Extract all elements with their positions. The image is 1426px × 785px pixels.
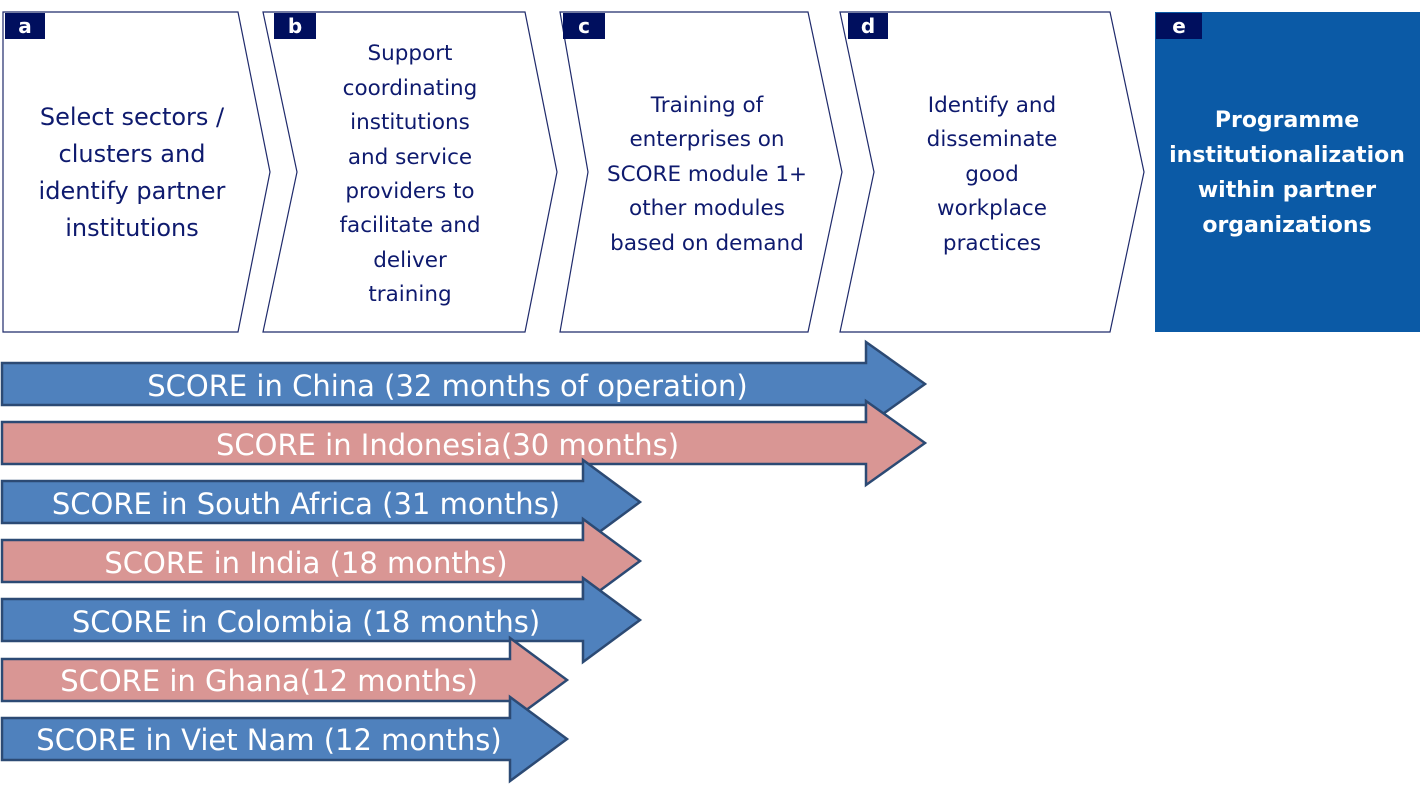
stage-e-letter: e	[1156, 13, 1202, 39]
stage-b-shape	[262, 11, 558, 333]
arrow-label-ghana: SCORE in Ghana(12 months)	[60, 664, 478, 698]
arrow-india	[0, 516, 643, 606]
stage-d-label: Identify and disseminate good workplace …	[926, 93, 1058, 256]
stage-b-text: Support coordinating institutions and se…	[300, 30, 520, 320]
arrow-ghana	[0, 635, 570, 725]
stage-c-letter: c	[563, 13, 605, 39]
stage-a-letter: a	[5, 13, 45, 39]
arrow-label-india: SCORE in India (18 months)	[104, 546, 508, 580]
country-arrows	[0, 339, 928, 784]
stage-b-label: Support coordinating institutions and se…	[339, 41, 481, 308]
stage-d-letter: d	[848, 13, 888, 39]
stage-d-shape	[839, 11, 1145, 333]
arrow-label-south-africa: SCORE in South Africa (31 months)	[51, 487, 561, 521]
arrow-label-viet-nam: SCORE in Viet Nam (12 months)	[36, 723, 502, 757]
stage-b-letter: b	[274, 13, 316, 39]
arrow-label-china: SCORE in China (32 months of operation)	[147, 369, 748, 403]
arrow-label-colombia: SCORE in Colombia (18 months)	[71, 605, 541, 639]
stage-a-text: Select sectors / clusters and identify p…	[18, 20, 246, 326]
stage-a-shape	[2, 11, 271, 333]
stage-c-label: Training of enterprises on SCORE module …	[606, 93, 808, 256]
arrow-label-indonesia: SCORE in Indonesia(30 months)	[215, 428, 680, 462]
stage-c-shape	[559, 11, 843, 333]
arrow-indonesia	[0, 398, 928, 488]
stage-a-label: Select sectors / clusters and identify p…	[38, 102, 226, 243]
stage-e-text: Programme institutionalization within pa…	[1160, 20, 1414, 326]
arrow-china	[0, 339, 928, 429]
arrow-south-africa	[0, 457, 643, 547]
stage-c-text: Training of enterprises on SCORE module …	[590, 30, 824, 320]
stage-d-text: Identify and disseminate good workplace …	[882, 30, 1102, 320]
arrow-colombia	[0, 575, 643, 665]
stage-e-shape	[1155, 12, 1420, 332]
stage-e-label: Programme institutionalization within pa…	[1169, 107, 1405, 239]
arrow-viet-nam	[0, 694, 570, 784]
